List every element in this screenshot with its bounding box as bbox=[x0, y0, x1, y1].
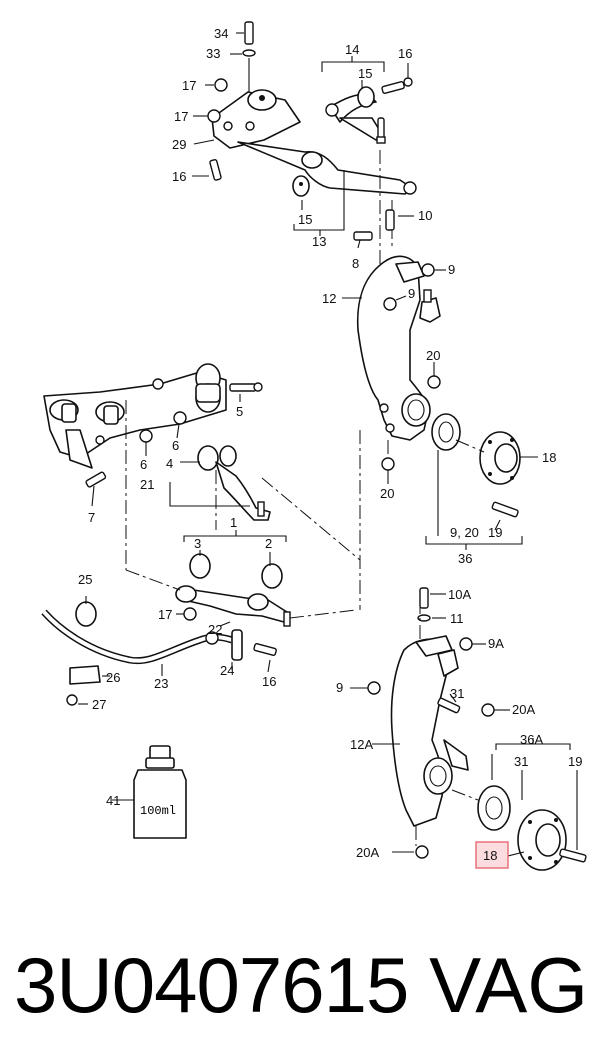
part-number: 3U0407615 bbox=[14, 941, 409, 1029]
callout-8: 8 bbox=[352, 256, 359, 271]
callout-31a: 31 bbox=[450, 686, 464, 701]
callout-26: 26 bbox=[106, 670, 120, 685]
callout-23: 23 bbox=[154, 676, 168, 691]
callout-36A: 36A bbox=[520, 732, 543, 747]
callout-16a: 16 bbox=[172, 169, 186, 184]
callout-11: 11 bbox=[450, 611, 464, 626]
steering-knuckle-12A bbox=[350, 587, 587, 871]
callout-7: 7 bbox=[88, 510, 95, 525]
suspension-exploded-diagram: 34 33 17 17 29 16 14 15 16 15 13 10 8 9 … bbox=[41, 21, 587, 871]
fluid-bottle-41 bbox=[112, 745, 187, 839]
callout-15b: 15 bbox=[298, 212, 312, 227]
callout-20A2: 20A bbox=[356, 845, 379, 860]
callout-12A: 12A bbox=[350, 737, 373, 752]
callout-10A: 10A bbox=[448, 587, 471, 602]
callout-13: 13 bbox=[312, 234, 326, 249]
callout-15a: 15 bbox=[358, 66, 372, 81]
callout-3: 3 bbox=[194, 536, 201, 551]
callout-20a: 20 bbox=[426, 348, 440, 363]
callout-20A1: 20A bbox=[512, 702, 535, 717]
callout-16c: 16 bbox=[262, 674, 276, 689]
callout-19: 19 bbox=[488, 525, 502, 540]
callout-9-20: 9, 20 bbox=[450, 525, 479, 540]
callout-12: 12 bbox=[322, 291, 336, 306]
callout-22: 22 bbox=[208, 622, 222, 637]
stabilizer-bar-23 bbox=[41, 596, 277, 706]
callout-29: 29 bbox=[172, 137, 186, 152]
callout-4: 4 bbox=[166, 456, 173, 471]
callout-9a: 9 bbox=[448, 262, 455, 277]
callout-18-highlighted: 18 bbox=[483, 848, 497, 863]
callout-27: 27 bbox=[92, 697, 106, 712]
bottle-label: 100ml bbox=[140, 804, 176, 818]
callout-9c: 9 bbox=[336, 680, 343, 695]
callout-16b: 16 bbox=[398, 46, 412, 61]
callout-25: 25 bbox=[78, 572, 92, 587]
callout-6a: 6 bbox=[172, 438, 179, 453]
callout-34: 34 bbox=[214, 26, 228, 41]
lower-arm-22 bbox=[125, 550, 357, 627]
callout-5: 5 bbox=[236, 404, 243, 419]
callout-9A: 9A bbox=[488, 636, 504, 651]
callout-36: 36 bbox=[458, 551, 472, 566]
callout-24: 24 bbox=[220, 663, 234, 678]
upper-mount-assembly bbox=[192, 21, 417, 236]
callout-18: 18 bbox=[542, 450, 556, 465]
callout-6b: 6 bbox=[140, 457, 147, 472]
subframe-assembly bbox=[43, 363, 361, 610]
callout-9b: 9 bbox=[408, 286, 415, 301]
callout-17c: 17 bbox=[158, 607, 172, 622]
callout-21: 21 bbox=[140, 477, 154, 492]
callout-2: 2 bbox=[265, 536, 272, 551]
steering-knuckle-12 bbox=[342, 150, 538, 550]
footer: 3U0407615 VAG bbox=[0, 930, 600, 1040]
callout-41: 41 bbox=[106, 793, 120, 808]
callout-19b: 19 bbox=[568, 754, 582, 769]
callout-20b: 20 bbox=[380, 486, 394, 501]
callout-17a: 17 bbox=[182, 78, 196, 93]
callout-14: 14 bbox=[345, 42, 359, 57]
callout-10: 10 bbox=[418, 208, 432, 223]
callout-1: 1 bbox=[230, 515, 237, 530]
highlight-box-18 bbox=[475, 841, 509, 869]
callout-labels: 34 33 17 17 29 16 14 15 16 15 13 10 8 9 … bbox=[78, 26, 582, 863]
callout-33: 33 bbox=[206, 46, 220, 61]
brand-name: VAG bbox=[429, 941, 588, 1029]
callout-31b: 31 bbox=[514, 754, 528, 769]
callout-17b: 17 bbox=[174, 109, 188, 124]
